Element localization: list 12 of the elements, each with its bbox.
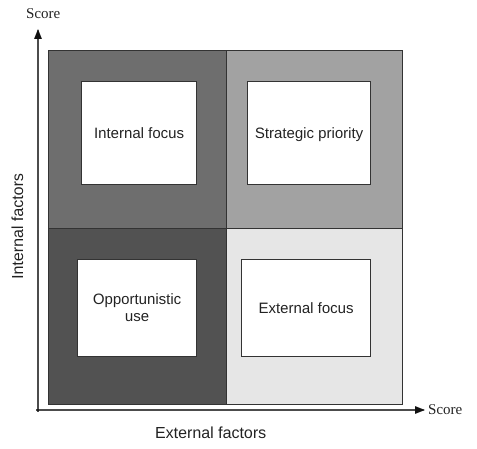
quadrant-panel [226, 50, 403, 229]
quadrant-panel [48, 228, 227, 405]
label-box: Strategic priority [247, 81, 371, 185]
label-box: Internal focus [81, 81, 197, 185]
quadrant-panel [226, 228, 403, 405]
label-box: Opportunistic use [77, 259, 197, 357]
axis-title: Internal factors [10, 172, 28, 281]
axis-title: External factors [155, 425, 266, 443]
axis-label: Score [26, 6, 60, 23]
quadrant-panel [48, 50, 227, 229]
label-box: External focus [241, 259, 371, 357]
axis-label: Score [428, 402, 462, 419]
